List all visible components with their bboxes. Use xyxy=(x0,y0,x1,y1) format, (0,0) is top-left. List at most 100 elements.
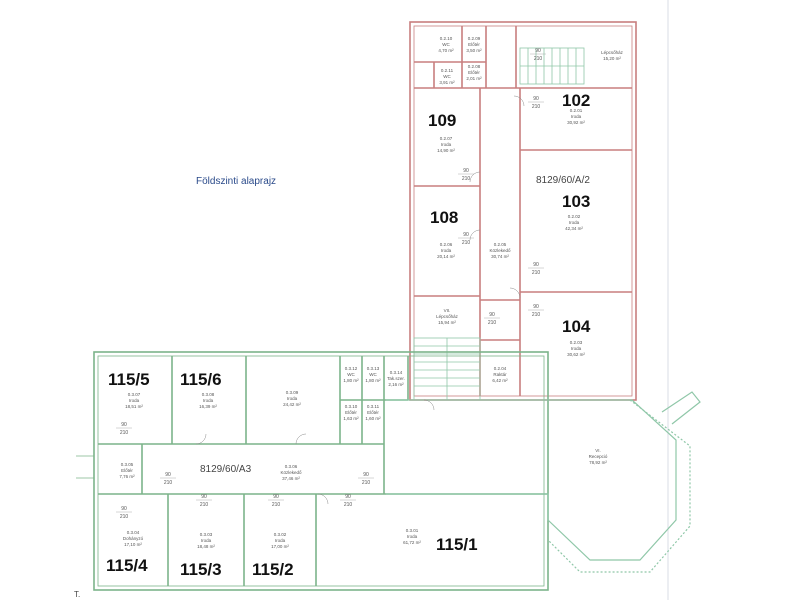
room-label-text: 90 xyxy=(201,494,207,500)
room-label-text: 0.3.03 xyxy=(200,532,213,537)
room-label-text: 0.2.09 xyxy=(468,36,481,41)
room-label-text: 0.3.07 xyxy=(128,392,141,397)
room-label-text: 210 xyxy=(462,176,471,182)
room-label-text: 90 xyxy=(533,304,539,310)
room-label-text: 20,14 m² xyxy=(437,254,455,259)
room-label-text: 0.2.11 xyxy=(441,68,454,73)
room-label-text: Közlekedő xyxy=(280,470,302,475)
room-label-text: 0.2.03 xyxy=(570,340,583,345)
room-label-text: 210 xyxy=(120,430,129,436)
room-label-text: 17,00 m² xyxy=(271,544,289,549)
room-102-number: 102 xyxy=(562,91,590,110)
room-label-text: 14,90 m² xyxy=(437,148,455,153)
room-label-text: 4,70 m² xyxy=(438,48,454,53)
plan-title: Földszinti alaprajz xyxy=(196,176,277,187)
room-115-3-number: 115/3 xyxy=(180,560,222,579)
lower-wing-walls xyxy=(93,351,549,591)
room-label-text: 210 xyxy=(532,104,541,110)
block-code-a2: 8129/60/A/2 xyxy=(536,175,590,186)
room-label-text: 90 xyxy=(533,96,539,102)
middle-stairs xyxy=(413,337,481,401)
room-label-text: 15,20 m² xyxy=(603,56,621,61)
room-115-2-number: 115/2 xyxy=(252,560,294,579)
room-label-text: 1,80 m² xyxy=(365,378,381,383)
room-label-text: VII. xyxy=(444,308,451,313)
room-label-text: 90 xyxy=(463,168,469,174)
room-label-text: 0.2.05 xyxy=(494,242,507,247)
room-label-text: Előtér xyxy=(468,70,480,75)
block-code-a3: 8129/60/A3 xyxy=(200,464,252,475)
room-109-number: 109 xyxy=(428,111,456,130)
room-label-text: Előtér xyxy=(367,410,379,415)
room-label-text: 0.2.07 xyxy=(440,136,453,141)
room-label-text: 90 xyxy=(363,472,369,478)
room-label-text: Iroda xyxy=(441,142,452,147)
room-label-text: 90 xyxy=(489,312,495,318)
room-label-text: Recepció xyxy=(589,454,608,459)
room-label-text: 0.2.10 xyxy=(440,36,453,41)
room-label-text: 1,80 m² xyxy=(343,378,359,383)
room-label-text: 0.3.01 xyxy=(406,528,419,533)
room-label-text: 210 xyxy=(344,502,353,508)
room-label-text: 0.2.01 xyxy=(570,108,583,113)
room-label-text: 0.3.12 xyxy=(345,366,358,371)
room-103-number: 103 xyxy=(562,192,590,211)
room-label-text: 0.2.08 xyxy=(468,64,481,69)
room-label-text: 61,72 m² xyxy=(403,540,421,545)
room-label-text: VI. xyxy=(595,448,601,453)
room-label-text: Dohányzó xyxy=(123,536,144,541)
room-label-text: Iroda xyxy=(441,248,452,253)
room-label-text: 90 xyxy=(463,232,469,238)
room-label-text: 16,39 m² xyxy=(199,404,217,409)
room-label-text: 210 xyxy=(362,480,371,486)
room-label-text: 2,16 m² xyxy=(388,382,404,387)
room-label-text: 0.3.02 xyxy=(274,532,287,537)
room-label-text: 0.3.08 xyxy=(202,392,215,397)
room-115-5-number: 115/5 xyxy=(108,370,150,389)
room-label-text: 90 xyxy=(165,472,171,478)
room-label-text: 210 xyxy=(164,480,173,486)
room-label-text: 90 xyxy=(273,494,279,500)
room-label-text: 37,46 m² xyxy=(282,476,300,481)
room-108-number: 108 xyxy=(430,208,458,227)
room-label-text: Iroda xyxy=(275,538,286,543)
room-label-text: 6,42 m² xyxy=(492,378,508,383)
room-label-text: 42,34 m² xyxy=(565,226,583,231)
room-label-text: Lépcsőház xyxy=(436,314,459,319)
west-entrance xyxy=(76,455,94,479)
room-label-text: WC xyxy=(443,74,451,79)
room-label-text: Iroda xyxy=(571,114,582,119)
room-label-text: 0.3.10 xyxy=(345,404,358,409)
room-label-text: 0.3.13 xyxy=(367,366,380,371)
room-label-text: Lépcsőház xyxy=(601,50,624,55)
room-104-number: 104 xyxy=(562,317,591,336)
room-label-text: Iroda xyxy=(129,398,140,403)
room-label-text: 17,10 m² xyxy=(124,542,142,547)
room-label-text: 210 xyxy=(200,502,209,508)
room-label-text: 3,91 m² xyxy=(439,80,455,85)
room-label-text: Iroda xyxy=(201,538,212,543)
reception-outline xyxy=(386,391,701,573)
room-label-text: 90 xyxy=(345,494,351,500)
room-label-text: 210 xyxy=(532,312,541,318)
room-label-text: 210 xyxy=(532,270,541,276)
room-label-text: WC xyxy=(347,372,355,377)
room-label-text: Iroda xyxy=(287,396,298,401)
room-label-text: 210 xyxy=(534,56,543,62)
corner-mark: T. xyxy=(74,590,80,599)
room-label-text: 3,50 m² xyxy=(466,48,482,53)
room-label-text: 0.3.04 xyxy=(127,530,140,535)
room-label-text: 18,51 m² xyxy=(125,404,143,409)
room-label-text: Raktár xyxy=(493,372,507,377)
